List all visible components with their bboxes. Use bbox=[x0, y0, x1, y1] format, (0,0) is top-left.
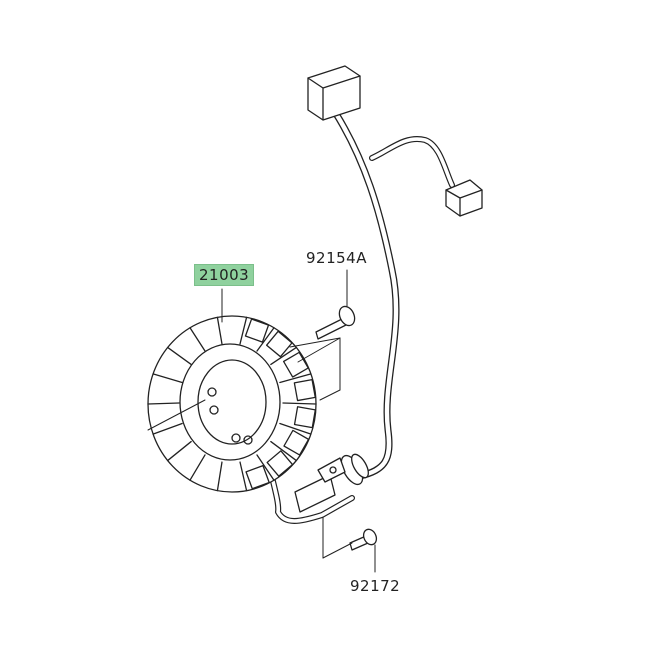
stator-tooth bbox=[270, 346, 297, 366]
part-label-92154A[interactable]: 92154A bbox=[306, 249, 367, 267]
stator-tooth bbox=[167, 440, 192, 462]
stator-tooth bbox=[279, 373, 312, 384]
stator-tooth bbox=[282, 402, 317, 405]
stator-tooth bbox=[216, 461, 223, 492]
connector-small bbox=[445, 179, 483, 217]
stator-tooth bbox=[152, 373, 183, 384]
stator-tooth bbox=[147, 402, 180, 405]
stator-tooth bbox=[216, 316, 223, 345]
leader-lines bbox=[147, 269, 376, 573]
stator-tooth bbox=[239, 316, 248, 345]
stator-tooth bbox=[279, 422, 312, 435]
stator bbox=[147, 315, 317, 493]
stator-coil bbox=[244, 318, 270, 343]
stator-coil bbox=[282, 351, 309, 378]
stator-tooth bbox=[256, 454, 275, 481]
stator-coil bbox=[293, 378, 316, 402]
stator-coil bbox=[293, 406, 316, 429]
part-label-21003[interactable]: 21003 bbox=[194, 264, 255, 286]
stator-coil bbox=[265, 330, 293, 358]
stator-tooth bbox=[256, 327, 275, 352]
stator-tooth bbox=[167, 346, 192, 366]
stator-tooth bbox=[239, 461, 248, 492]
stator-tooth bbox=[189, 327, 206, 352]
connector-main bbox=[307, 65, 361, 121]
bolt-92154A bbox=[315, 305, 356, 340]
wire-clamp bbox=[294, 457, 346, 513]
stator-coil bbox=[266, 450, 294, 477]
stator-tooth bbox=[270, 440, 297, 462]
bolt-92172 bbox=[349, 528, 378, 551]
stator-tooth bbox=[189, 454, 206, 481]
stator-tooth bbox=[152, 422, 183, 435]
stator-coil bbox=[245, 464, 270, 490]
grommet bbox=[340, 453, 369, 486]
part-label-92172[interactable]: 92172 bbox=[350, 577, 401, 595]
stator-coil bbox=[283, 429, 310, 456]
